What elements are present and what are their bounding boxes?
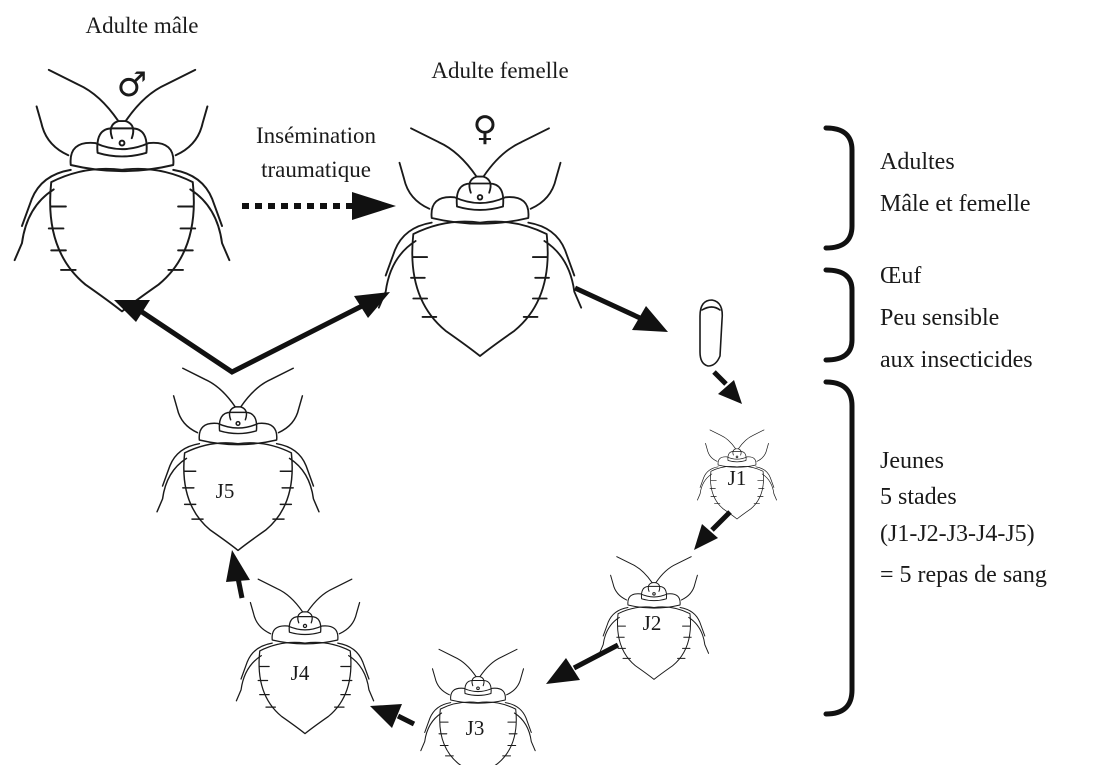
young-group-line2: 5 stades (880, 484, 957, 510)
arrow-j1-to-j2 (694, 510, 732, 550)
adults-brace (823, 125, 855, 251)
j5-label: J5 (216, 479, 235, 503)
j2-label: J2 (643, 611, 662, 635)
adults-group-title: Adultes (880, 149, 955, 175)
arrow-egg-to-j1 (712, 370, 742, 404)
egg-group-title: Œuf (880, 263, 921, 289)
young-brace (823, 379, 855, 717)
arrow-j2-to-j3 (546, 642, 620, 684)
female-adult-bug-icon (377, 127, 583, 357)
male-symbol: ♂ (117, 65, 147, 105)
j1-label: J1 (728, 466, 747, 490)
j5-bug-icon (156, 367, 320, 552)
egg-icon (699, 299, 724, 367)
arrow-j3-to-j4 (370, 704, 416, 728)
arrow-female-to-egg (573, 285, 668, 332)
young-group-line4: = 5 repas de sang (880, 562, 1047, 588)
arrow-j4-to-j5 (226, 550, 250, 599)
male-adult-label: Adulte mâle (85, 13, 198, 38)
adults-group-subtitle: Mâle et femelle (880, 191, 1031, 217)
egg-brace (823, 267, 855, 363)
arrow-j5-to-adults (114, 292, 390, 375)
insemination-dotted-arrow (242, 192, 396, 220)
egg-group-line3: aux insecticides (880, 347, 1033, 373)
j4-label: J4 (291, 661, 310, 685)
insemination-label-line1: Insémination (256, 123, 377, 148)
j3-bug-icon (420, 648, 536, 765)
female-adult-label: Adulte femelle (431, 58, 568, 83)
young-group-title: Jeunes (880, 448, 944, 474)
j3-label: J3 (466, 716, 485, 740)
young-group-line3: (J1-J2-J3-J4-J5) (880, 521, 1035, 547)
male-adult-bug-icon (13, 68, 231, 313)
j4-bug-icon (235, 578, 375, 735)
female-symbol: ♀ (473, 109, 498, 149)
egg-group-line2: Peu sensible (880, 305, 999, 331)
insemination-label-line2: traumatique (261, 157, 371, 182)
